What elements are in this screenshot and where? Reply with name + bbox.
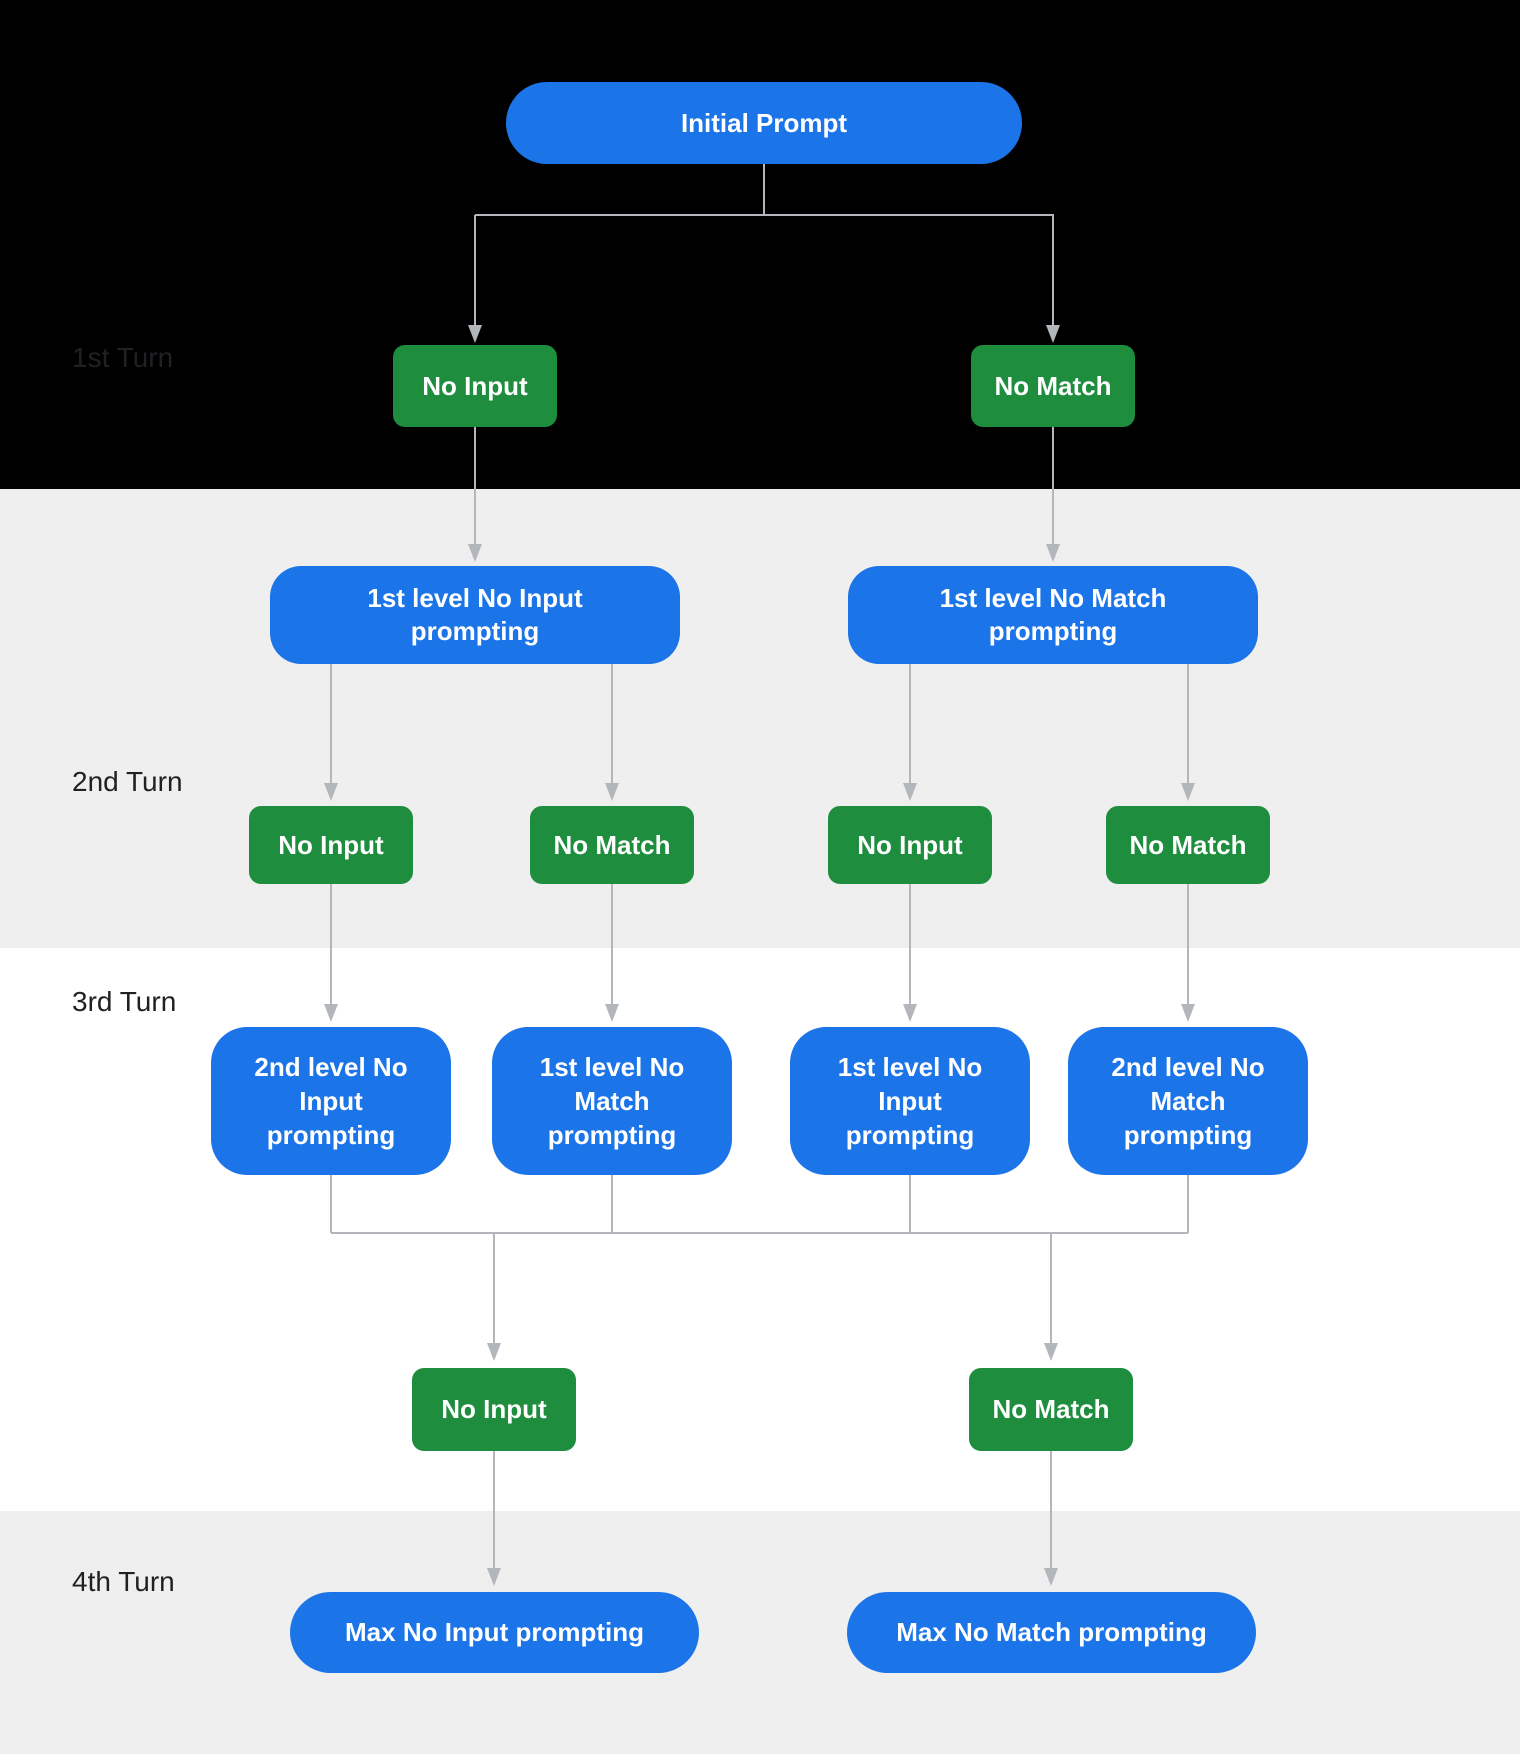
node-turn3-2nd-level-no-input-prompting: 2nd level No Input prompting: [211, 1027, 451, 1175]
arrowhead-icon: [605, 1004, 619, 1022]
node-turn3-no-match: No Match: [969, 1368, 1133, 1451]
connector-line: [475, 214, 1054, 216]
arrowhead-icon: [1181, 1004, 1195, 1022]
connector-line: [330, 1175, 332, 1233]
connector-line: [330, 664, 332, 784]
connector-line: [331, 1232, 1188, 1234]
arrowhead-icon: [487, 1568, 501, 1586]
node-turn1-no-match: No Match: [971, 345, 1135, 427]
arrowhead-icon: [1044, 1343, 1058, 1361]
node-turn2-no-input-1: No Input: [249, 806, 413, 884]
connector-line: [493, 1451, 495, 1568]
node-initial-prompt: Initial Prompt: [506, 82, 1022, 164]
node-turn3-1st-level-no-input-prompting: 1st level No Input prompting: [790, 1027, 1030, 1175]
node-turn4-max-no-input-prompting: Max No Input prompting: [290, 1592, 699, 1673]
arrowhead-icon: [468, 325, 482, 343]
band-turn-4: [0, 1511, 1520, 1754]
connector-line: [909, 1175, 911, 1233]
band-turn-2: [0, 489, 1520, 948]
node-turn2-1st-level-no-input-prompting: 1st level No Input prompting: [270, 566, 680, 664]
connector-line: [1050, 1451, 1052, 1568]
connector-line: [474, 427, 476, 545]
connector-line: [611, 1175, 613, 1233]
node-turn2-1st-level-no-match-prompting: 1st level No Match prompting: [848, 566, 1258, 664]
node-turn3-1st-level-no-match-prompting: 1st level No Match prompting: [492, 1027, 732, 1175]
arrowhead-icon: [1181, 783, 1195, 801]
connector-line: [909, 664, 911, 784]
arrowhead-icon: [324, 783, 338, 801]
connector-line: [1052, 215, 1054, 326]
arrowhead-icon: [468, 544, 482, 562]
arrowhead-icon: [605, 783, 619, 801]
node-turn2-no-match-1: No Match: [530, 806, 694, 884]
connector-line: [1187, 1175, 1189, 1233]
connector-line: [493, 1233, 495, 1344]
node-turn2-no-input-2: No Input: [828, 806, 992, 884]
connector-line: [1187, 884, 1189, 1005]
band-turn-1: [0, 0, 1520, 489]
connector-line: [763, 163, 765, 215]
arrowhead-icon: [1044, 1568, 1058, 1586]
connector-line: [1050, 1233, 1052, 1344]
node-turn3-2nd-level-no-match-prompting: 2nd level No Match prompting: [1068, 1027, 1308, 1175]
node-turn1-no-input: No Input: [393, 345, 557, 427]
connector-line: [330, 884, 332, 1005]
arrowhead-icon: [487, 1343, 501, 1361]
connector-line: [611, 884, 613, 1005]
connector-line: [1052, 427, 1054, 545]
turn-label-3: 3rd Turn: [72, 986, 177, 1017]
turn-label-1: 1st Turn: [72, 342, 174, 373]
node-turn2-no-match-2: No Match: [1106, 806, 1270, 884]
arrowhead-icon: [1046, 325, 1060, 343]
connector-line: [611, 664, 613, 784]
connector-line: [1187, 664, 1189, 784]
node-turn3-no-input: No Input: [412, 1368, 576, 1451]
connector-line: [474, 215, 476, 326]
turn-label-2: 2nd Turn: [72, 766, 183, 797]
arrowhead-icon: [1046, 544, 1060, 562]
connector-line: [909, 884, 911, 1005]
node-turn4-max-no-match-prompting: Max No Match prompting: [847, 1592, 1256, 1673]
turn-label-4: 4th Turn: [72, 1566, 175, 1597]
arrowhead-icon: [903, 783, 917, 801]
arrowhead-icon: [324, 1004, 338, 1022]
arrowhead-icon: [903, 1004, 917, 1022]
